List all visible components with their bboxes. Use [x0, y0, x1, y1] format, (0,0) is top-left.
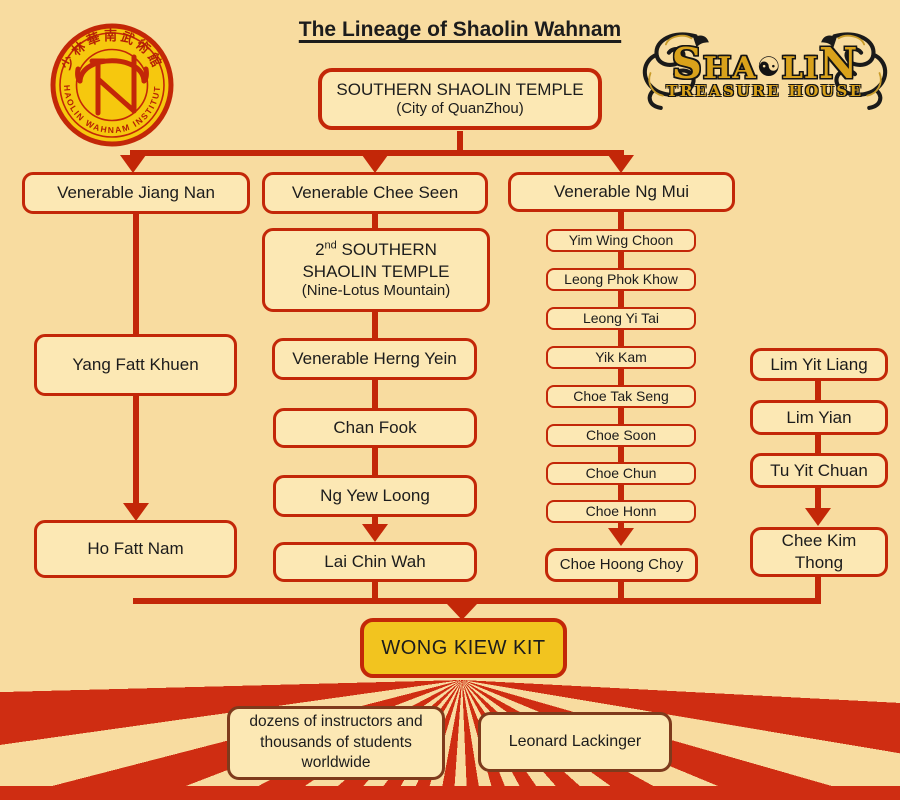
arrow-down-icon: [362, 155, 388, 173]
connector-line: [372, 212, 378, 230]
node-wong-kiew-kit: WONG KIEW KIT: [360, 618, 567, 678]
connector-line: [372, 446, 378, 477]
bottom-red-bar: [0, 786, 900, 800]
node-ng-yew-loong: Ng Yew Loong: [273, 475, 477, 517]
node-ho-fatt-nam: Ho Fatt Nam: [34, 520, 237, 578]
connector-line: [815, 433, 821, 455]
node-leong-yi-tai: Leong Yi Tai: [546, 307, 696, 330]
node-leonard-lackinger: Leonard Lackinger: [478, 712, 672, 772]
node-line: (Nine-Lotus Mountain): [301, 281, 451, 299]
node-yik-kam: Yik Kam: [546, 346, 696, 369]
node-choe-soon: Choe Soon: [546, 424, 696, 447]
node-tu-yit-chuan: Tu Yit Chuan: [750, 453, 888, 488]
connector-line: [133, 212, 139, 334]
connector-line: [815, 575, 821, 604]
page-title: The Lineage of Shaolin Wahnam: [298, 18, 622, 41]
institute-emblem: [75, 54, 149, 116]
node-chee-kim-thong: Chee Kim Thong: [750, 527, 888, 577]
node-chee-seen: Venerable Chee Seen: [262, 172, 488, 214]
node-line: SHAOLIN TEMPLE: [302, 261, 450, 281]
node-southern-shaolin-temple: SOUTHERN SHAOLIN TEMPLE (City of QuanZho…: [318, 68, 602, 130]
node-choe-hoong-choy: Choe Hoong Choy: [545, 548, 698, 582]
shaolin-wordmark: SHA☯LIN: [671, 38, 859, 88]
wahnam-institute-badge: 少林華南武術館 SHAOLIN WAHNAM INSTITUTE: [38, 13, 182, 154]
node-line: (City of QuanZhou): [396, 100, 524, 118]
node-instructors-worldwide: dozens of instructors and thousands of s…: [227, 706, 445, 780]
node-choe-tak-seng: Choe Tak Seng: [546, 385, 696, 408]
connector-line: [815, 486, 821, 509]
connector-line: [372, 580, 378, 604]
connector-line: [133, 394, 139, 504]
node-lim-yit-liang: Lim Yit Liang: [750, 348, 888, 381]
connector-line: [372, 515, 378, 525]
arrow-down-icon: [608, 155, 634, 173]
arrow-down-icon: [447, 604, 477, 620]
node-ng-mui: Venerable Ng Mui: [508, 172, 735, 212]
arrow-down-icon: [123, 503, 149, 521]
connector-line: [618, 210, 624, 530]
yin-yang-icon: ☯: [756, 51, 782, 83]
connector-line: [130, 150, 624, 156]
node-choe-chun: Choe Chun: [546, 462, 696, 485]
connector-line: [372, 378, 378, 410]
node-yang-fatt-khuen: Yang Fatt Khuen: [34, 334, 237, 396]
treasure-house-subtitle: TREASURE HOUSE: [666, 81, 864, 100]
arrow-down-icon: [805, 508, 831, 526]
badge-circle: [50, 23, 174, 147]
connector-line: [618, 580, 624, 604]
node-line: SOUTHERN SHAOLIN TEMPLE: [336, 80, 584, 99]
node-lai-chin-wah: Lai Chin Wah: [273, 542, 477, 582]
treasure-house-logo: SHA☯LIN TREASURE HOUSE: [638, 24, 892, 118]
connector-line: [457, 131, 463, 152]
node-line: 2nd SOUTHERN: [315, 239, 437, 260]
arrow-down-icon: [120, 155, 146, 173]
node-lim-yian: Lim Yian: [750, 400, 888, 435]
node-chan-fook: Chan Fook: [273, 408, 477, 448]
node-jiang-nan: Venerable Jiang Nan: [22, 172, 250, 214]
arrow-down-icon: [608, 528, 634, 546]
node-choe-honn: Choe Honn: [546, 500, 696, 523]
arrow-down-icon: [362, 524, 388, 542]
connector-line: [372, 310, 378, 340]
dragon-right-icon: [821, 32, 888, 110]
connector-line: [815, 379, 821, 402]
node-yim-wing-choon: Yim Wing Choon: [546, 229, 696, 252]
connector-line: [133, 598, 821, 604]
node-second-southern-shaolin-temple: 2nd SOUTHERN SHAOLIN TEMPLE (Nine-Lotus …: [262, 228, 490, 312]
node-herng-yein: Venerable Herng Yein: [272, 338, 477, 380]
dragon-left-icon: [642, 32, 709, 110]
node-leong-phok-khow: Leong Phok Khow: [546, 268, 696, 291]
